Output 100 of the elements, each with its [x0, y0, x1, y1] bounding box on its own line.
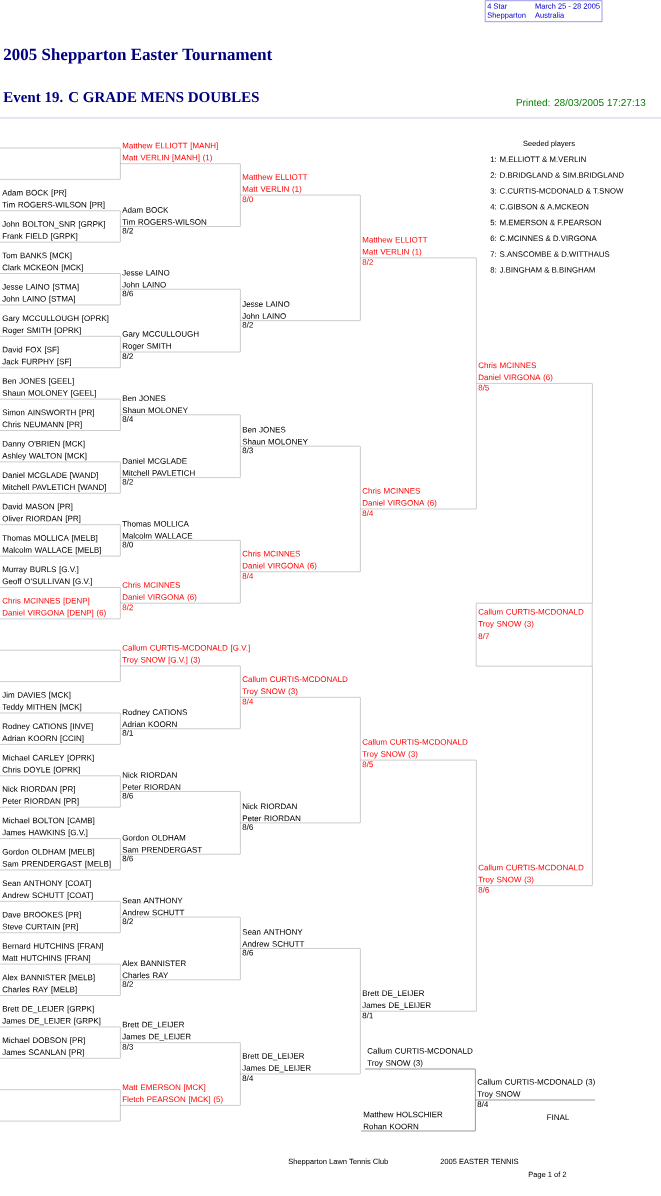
score: 8/2 [242, 321, 253, 328]
bracket-connector [120, 336, 121, 353]
bracket-connector [120, 147, 121, 164]
bracket-connector [120, 414, 121, 431]
bracket-connector [240, 571, 241, 604]
bracket-slot: Gary MCCULLOUGH [OPRK] Roger SMITH [OPRK] [0, 315, 121, 337]
bracket-connector [360, 948, 361, 1012]
bracket-connector [120, 163, 121, 180]
bracket-connector [120, 1105, 121, 1122]
bracket-slot: Matthew ELLIOTT Matt VERLIN (1) [359, 236, 477, 259]
bracket-connector [240, 446, 241, 478]
empty-slot-line [0, 1089, 121, 1090]
bracket-connector [240, 791, 241, 824]
score: 8/3 [242, 447, 253, 454]
bracket-slot: Chris MCINNES Daniel VIRGONA (6) [239, 550, 361, 572]
score: 8/4 [242, 698, 254, 705]
bracket-slot: Chris MCINNES Daniel VIRGONA (6) [475, 362, 593, 384]
score: 8/4 [477, 1101, 489, 1108]
score: 8/6 [242, 949, 253, 956]
score: 8/4 [362, 510, 374, 517]
bracket-slot: Brett DE_LEIJER James DE_LEIJER [239, 1053, 361, 1075]
bracket-slot: Daniel MCGLADE Mitchell PAVLETICH [119, 458, 241, 478]
bracket-connector [120, 587, 121, 604]
bracket-connector [120, 351, 121, 368]
bracket-slot: Jesse LAINO John LAINO [239, 301, 361, 321]
score: 8/6 [122, 290, 133, 297]
bracket-slot: Jim DAVIES [MCK] Teddy MITHEN [MCK] [0, 691, 121, 714]
bracket-slot: Daniel MCGLADE [WAND] Mitchell PAVLETICH [WAND] [0, 472, 121, 494]
score: 8/2 [122, 227, 133, 234]
bracket-slot: Adam BOCK [PR] Tim ROGERS-WILSON [PR] [0, 189, 121, 211]
bracket-connector [240, 320, 241, 353]
bracket-connector [120, 854, 121, 871]
bracket-slot: Gordon OLDHAM [MELB] Sam PRENDERGAST [MELB] [0, 848, 121, 871]
bracket-slot: Brett DE_LEIJER James DE_LEIJER [359, 990, 477, 1012]
bracket-slot: Ben JONES Shaun MOLONEY [119, 395, 241, 415]
bracket-slot: Matthew ELLIOTT [MANH] Matt VERLIN [MANH] (1) [119, 142, 241, 164]
bracket-connector [240, 194, 241, 227]
bracket-slot: Tom BANKS [MCK] Clark MCKEON [MCK] [0, 252, 121, 274]
bracket-slot: Chris MCINNES Daniel VIRGONA (6) [119, 582, 241, 604]
bracket-slot: Callum CURTIS-MCDONALD (3) Troy SNOW [474, 1078, 596, 1101]
score: 8/5 [362, 761, 373, 768]
bracket-slot: John BOLTON_SNR [GRPK] Frank FIELD [GRPK] [0, 221, 121, 243]
bracket-connector [120, 650, 121, 667]
bracket-slot: Gary MCCULLOUGH Roger SMITH [119, 331, 241, 353]
bracket-connector [592, 383, 593, 604]
bracket-slot: Alex BANNISTER [MELB] Charles RAY [MELB] [0, 974, 121, 996]
bracket-slot: Simon AINSWORTH [PR] Chris NEUMANN [PR] [0, 409, 121, 431]
bracket-connector [120, 838, 121, 855]
score: 8/4 [242, 1075, 254, 1082]
bracket-connector [120, 979, 121, 996]
bracket-connector [120, 1026, 121, 1043]
score: 8/2 [122, 981, 133, 987]
subtitle: Event 19. C GRADE MENS DOUBLES [3, 92, 259, 103]
bracket-connector [476, 885, 477, 1012]
bracket-slot: Ben JONES Shaun MOLONEY [239, 426, 361, 447]
score: 8/6 [478, 886, 489, 893]
score: 8/6 [242, 824, 253, 830]
bracket-connector [120, 273, 121, 290]
bracket-connector [120, 728, 121, 745]
bracket-slot: Callum CURTIS-MCDONALD Troy SNOW (3) [239, 676, 361, 698]
bracket-connector [360, 194, 361, 259]
bracket-connector [360, 759, 361, 824]
score: 8/2 [122, 478, 133, 485]
bracket-slot: Jesse LAINO [STMA] John LAINO [STMA] [0, 283, 121, 306]
score: 8/5 [478, 384, 489, 391]
bracket-connector [240, 665, 241, 698]
title: 2005 Shepparton Easter Tournament [3, 48, 273, 64]
bracket-slot: Nick RIORDAN Peter RIORDAN [239, 803, 361, 824]
bracket-slot: Nick RIORDAN Peter RIORDAN [119, 771, 241, 792]
bracket-connector [360, 508, 361, 572]
score: 8/6 [122, 855, 133, 862]
bracket-slot: Brett DE_LEIJER [GRPK] James DE_LEIJER [GRPK] [0, 1005, 121, 1028]
score: 8/2 [122, 918, 133, 925]
bracket-slot: Gordon OLDHAM Sam PRENDERGAST [119, 834, 241, 855]
bracket-connector [120, 1042, 121, 1059]
bracket-connector [476, 383, 477, 510]
bracket-connector [120, 540, 121, 557]
bracket-connector [240, 1042, 241, 1075]
bracket-connector [240, 822, 241, 855]
bracket-connector [240, 540, 241, 572]
bracket-slot: Michael BOLTON [CAMB] James HAWKINS [G.V.] [0, 817, 121, 839]
bracket-connector [120, 602, 121, 620]
score: 8/2 [362, 259, 373, 265]
bracket-slot: Michael DOBSON [PR] James SCANLAN [PR] [0, 1037, 121, 1059]
bracket-connector [240, 948, 241, 981]
bracket-slot: Brett DE_LEIJER James DE_LEIJER [119, 1021, 241, 1043]
score: 8/4 [122, 416, 134, 422]
bracket-slot: Matthew ELLIOTT Matt VERLIN (1) [239, 173, 361, 196]
bracket-slot: Callum CURTIS-MCDONALD Troy SNOW (3) [359, 738, 477, 761]
bracket-slot: Sean ANTHONY [COAT] Andrew SCHUTT [COAT] [0, 880, 121, 902]
score: 8/1 [362, 1012, 373, 1019]
bracket-connector [360, 1011, 361, 1075]
bracket-slot: Chris MCINNES Daniel VIRGONA (6) [359, 487, 477, 510]
score: 8/0 [242, 196, 253, 203]
bracket-slot: Ben JONES [GEEL] Shaun MOLONEY [GEEL] [0, 377, 121, 400]
bracket-slot: Sean ANTHONY Andrew SCHUTT [119, 897, 241, 918]
empty-slot-line [0, 179, 121, 180]
bracket-connector [240, 697, 241, 729]
bracket-connector [360, 697, 361, 761]
score: 8/7 [478, 633, 489, 640]
